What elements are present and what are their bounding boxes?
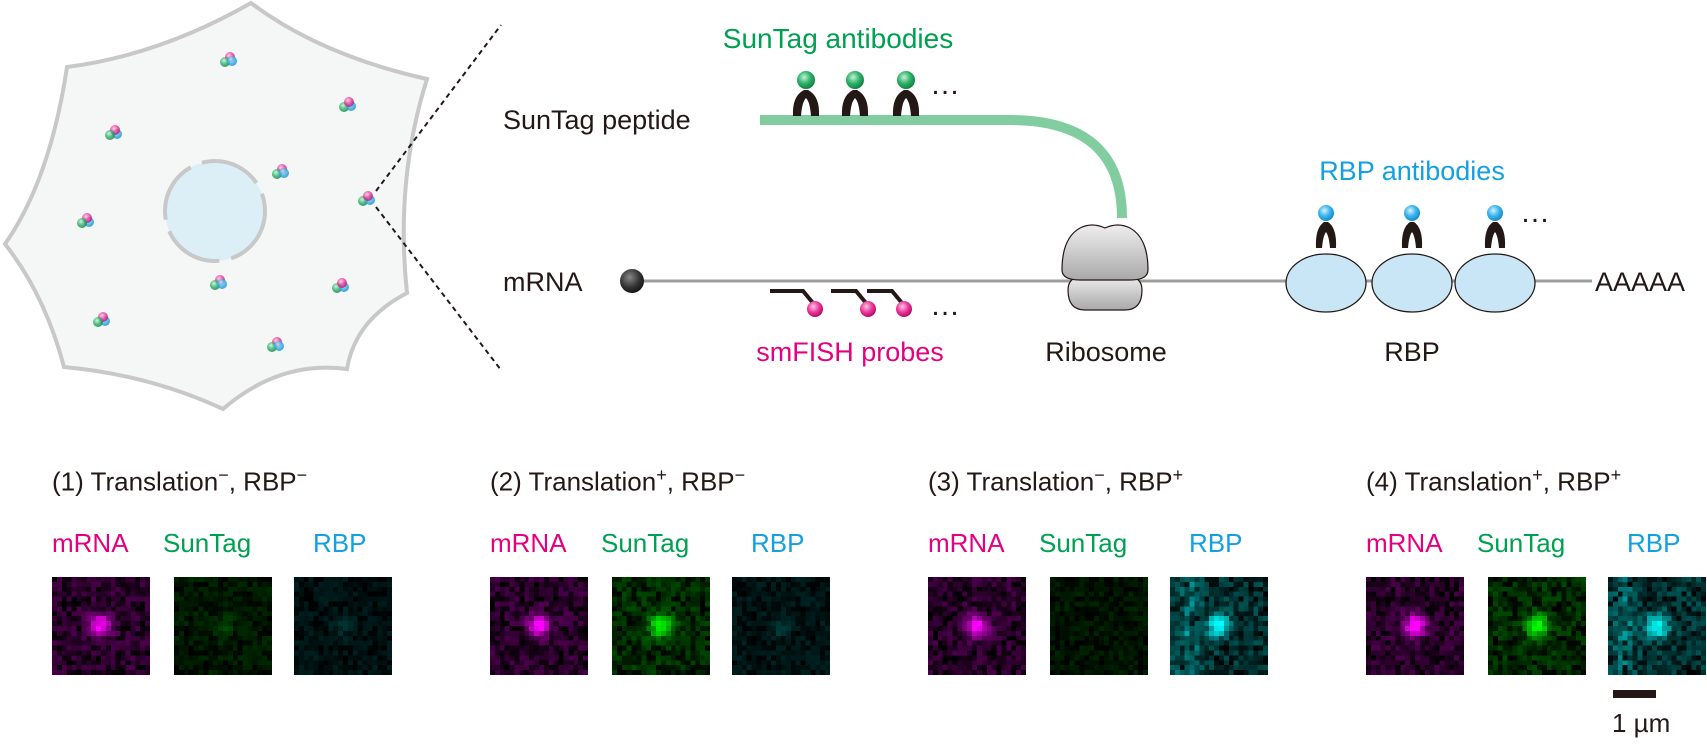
micrograph-suntag [1050, 577, 1148, 675]
mrna-particle [267, 337, 284, 352]
mrna-particles [77, 52, 375, 352]
nucleus [165, 161, 265, 261]
ribosome-large-subunit [1061, 224, 1149, 281]
micrograph-suntag [1488, 577, 1586, 675]
cell-illustration [2, 0, 502, 412]
mrna-particle [332, 278, 349, 293]
translation-label: Translation [1404, 466, 1533, 497]
rbp-antibodies-label: RBP antibodies [1319, 156, 1505, 186]
panel-title: (1) Translation−, RBP− [52, 465, 308, 497]
rbp-with-antibody [1285, 205, 1367, 313]
mrna-particle [77, 213, 94, 228]
channel-label-mrna: mRNA [490, 528, 567, 558]
suntag-peptide-chain [760, 115, 1127, 219]
rbp-label: RBP [1384, 337, 1440, 367]
micrograph-mrna [52, 577, 150, 675]
mrna-particle [105, 125, 122, 140]
rbp-sign: − [296, 465, 308, 485]
panel-number: (4) [1366, 466, 1398, 497]
rbp-with-antibody [1454, 205, 1536, 313]
mrna-particle [358, 191, 375, 206]
rbp-proteins [1285, 205, 1536, 313]
scale-bar-label: 1 µm [1612, 708, 1671, 738]
rbp-ellipsis: … [1520, 196, 1550, 229]
ribosome [1061, 224, 1149, 311]
schematic: SunTag antibodies SunTag peptide … mRNA … [2, 0, 1685, 412]
rbp-sign: + [1172, 465, 1184, 485]
ribosome-label: Ribosome [1045, 337, 1167, 367]
micrograph-mrna [490, 577, 588, 675]
mrna-particle [272, 164, 289, 179]
suntag-antibodies-label: SunTag antibodies [723, 23, 953, 54]
rbp-status-label: RBP [681, 466, 735, 497]
micrograph-rbp [732, 577, 830, 675]
channel-label-rbp: RBP [1627, 528, 1681, 558]
mrna-particle [220, 52, 237, 67]
smfish-probe [770, 289, 823, 317]
channel-label-rbp: RBP [313, 528, 367, 558]
mrna-label: mRNA [503, 267, 583, 297]
micrograph-rbp [1608, 577, 1706, 675]
panel-title: (4) Translation+, RBP+ [1366, 465, 1622, 497]
mrna-particle [339, 97, 356, 112]
mrna-cap [620, 269, 644, 293]
channel-label-suntag: SunTag [601, 528, 690, 558]
channel-label-mrna: mRNA [1366, 528, 1443, 558]
channel-label-suntag: SunTag [1477, 528, 1566, 558]
micrograph-suntag [612, 577, 710, 675]
panel-number: (2) [490, 466, 522, 497]
channel-label-rbp: RBP [751, 528, 805, 558]
panel-number: (3) [928, 466, 960, 497]
rbp-with-antibody [1371, 205, 1453, 313]
mrna-particle [93, 312, 110, 327]
micrograph-rbp [294, 577, 392, 675]
micrograph-mrna [928, 577, 1026, 675]
channel-label-mrna: mRNA [928, 528, 1005, 558]
smfish-probe [831, 289, 876, 317]
zoom-line-bottom [375, 206, 502, 371]
suntag-ellipsis: … [930, 68, 960, 101]
suntag-antibody [892, 71, 920, 116]
translation-label: Translation [90, 466, 219, 497]
panel-title: (3) Translation−, RBP+ [928, 465, 1184, 497]
suntag-peptide-label: SunTag peptide [503, 105, 691, 135]
ribosome-small-subunit [1067, 275, 1143, 311]
polya-tail-label: AAAAA [1595, 267, 1685, 297]
micrograph-mrna [1366, 577, 1464, 675]
rbp-sign: − [734, 465, 746, 485]
nuclear-envelope [163, 159, 267, 263]
micrograph-rbp [1170, 577, 1268, 675]
suntag-antibodies [792, 71, 920, 116]
suntag-antibody [841, 71, 869, 116]
rbp-status-label: RBP [1119, 466, 1173, 497]
channel-label-suntag: SunTag [1039, 528, 1128, 558]
rbp-sign: + [1610, 465, 1622, 485]
panel-title: (2) Translation+, RBP− [490, 465, 746, 497]
translation-sign: + [1532, 465, 1543, 485]
channel-label-rbp: RBP [1189, 528, 1243, 558]
translation-label: Translation [966, 466, 1095, 497]
suntag-antibody [792, 71, 820, 116]
smfish-probe [867, 289, 912, 317]
zoom-line-top [375, 24, 502, 192]
mrna-particle [210, 275, 227, 290]
panel-number: (1) [52, 466, 84, 497]
channel-label-mrna: mRNA [52, 528, 129, 558]
scale-bar [1613, 690, 1656, 698]
translation-sign: − [1094, 465, 1105, 485]
rbp-status-label: RBP [1557, 466, 1611, 497]
smfish-ellipsis: … [930, 289, 960, 322]
translation-sign: − [218, 465, 229, 485]
smfish-probes-label: smFISH probes [756, 337, 944, 367]
micrograph-suntag [174, 577, 272, 675]
channel-label-suntag: SunTag [163, 528, 252, 558]
translation-label: Translation [528, 466, 657, 497]
translation-sign: + [656, 465, 667, 485]
smfish-probes [770, 289, 912, 317]
rbp-status-label: RBP [243, 466, 297, 497]
